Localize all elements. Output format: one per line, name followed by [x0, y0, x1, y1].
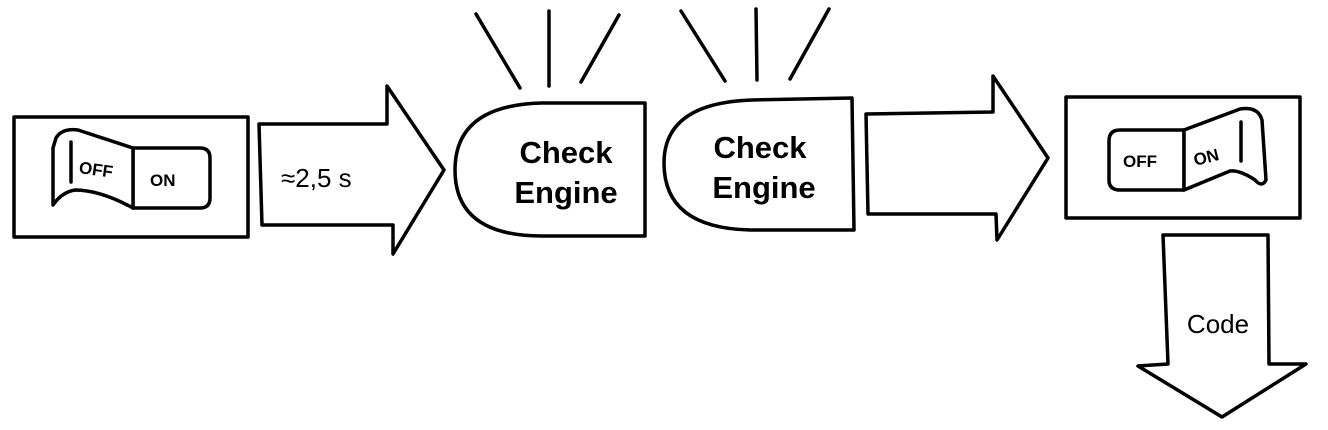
check-engine-lamp-2-shape [662, 96, 856, 232]
light-ray-icon [474, 12, 522, 90]
switch-off-off-label: OFF [78, 158, 114, 182]
light-ray-icon [679, 9, 727, 83]
switch-on-off-label: OFF [1123, 152, 1157, 171]
check-engine-lamp-1-line2: Engine [514, 175, 617, 210]
check-engine-lamp-2-line2: Engine [712, 170, 815, 205]
check-engine-lamp-1: Check Engine [453, 9, 647, 238]
switch-off-off-half [51, 127, 135, 210]
delay-arrow-shape [257, 84, 446, 256]
light-ray-icon [788, 7, 831, 81]
light-ray-icon [754, 7, 759, 82]
code-arrow-shape [1136, 233, 1308, 419]
code-arrow: Code [1136, 233, 1308, 419]
check-engine-lamp-2-line1: Check [713, 130, 807, 165]
light-ray-icon [579, 13, 621, 84]
next-arrow [864, 74, 1050, 242]
delay-arrow: ≈2,5 s [257, 84, 446, 256]
switch-off-on-half [131, 146, 212, 210]
next-arrow-shape [864, 74, 1050, 242]
check-engine-lamp-1-shape [453, 101, 647, 238]
check-engine-lamp-2: Check Engine [662, 7, 856, 232]
switch-on-panel: OFF ON [1064, 95, 1302, 220]
check-engine-lamp-1-line1: Check [519, 135, 613, 170]
switch-on-off-half [1107, 128, 1186, 192]
delay-arrow-label: ≈2,5 s [281, 163, 352, 193]
switch-off-panel: OFF ON [12, 115, 250, 239]
switch-on-on-half [1182, 106, 1268, 192]
switch-off-on-label: ON [150, 171, 176, 190]
code-arrow-label: Code [1187, 309, 1249, 339]
